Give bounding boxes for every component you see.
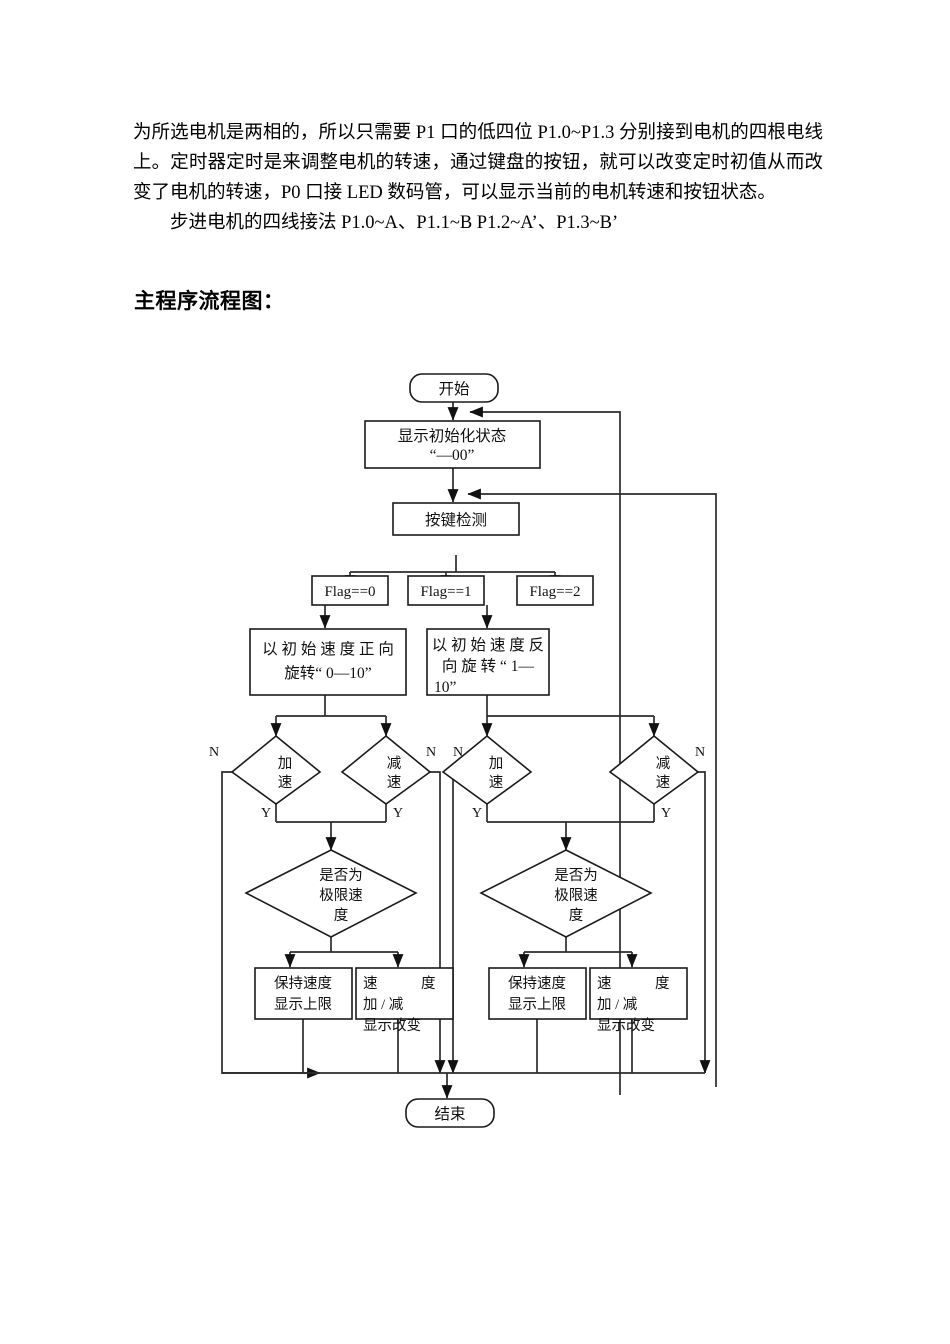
decision-decelerate-left-l1: 减	[387, 755, 402, 772]
node-end: 结束	[405, 1098, 495, 1128]
node-hold-right-l1: 保持速度	[508, 975, 566, 992]
edge-decel-left-no	[419, 771, 446, 1074]
decision-accelerate-right: 加 速	[441, 734, 533, 805]
edge-label-no-accel-left: N	[209, 745, 219, 760]
flowchart: 开始 显示初始化状态 “—00” 按键检测 Flag==0 Flag==1	[0, 350, 950, 1140]
node-reverse-line3: 10”	[434, 679, 457, 696]
node-reverse-rotate: 以 初 始 速 度 反 向 旋 转 “ 1— 10”	[426, 628, 550, 696]
paragraph-2: 步进电机的四线接法 P1.0~A、P1.1~B P1.2~A’、P1.3~B’	[170, 213, 619, 233]
decision-accelerate-left-l1: 加	[278, 755, 293, 772]
node-flag1: Flag==1	[407, 575, 485, 606]
node-key-detect-label: 按键检测	[425, 511, 487, 529]
edge-label-yes-accel-right: Y	[472, 806, 482, 821]
node-hold-speed-right: 保持速度 显示上限	[488, 967, 587, 1020]
node-key-detect: 按键检测	[392, 502, 520, 536]
node-change-right-l1: 速 度	[597, 975, 670, 992]
edge-label-no-accel-right: N	[453, 745, 463, 760]
edge-decel-right-no	[687, 771, 711, 1074]
node-flag0: Flag==0	[311, 575, 389, 606]
paragraph-1: 为所选电机是两相的，所以只需要 P1 口的低四位 P1.0~P1.3 分别接到电…	[133, 123, 823, 203]
node-hold-right-l2: 显示上限	[508, 996, 566, 1013]
node-change-left-l2: 加 / 减	[363, 996, 404, 1013]
decision-accelerate-left: 加 速	[230, 734, 322, 805]
node-change-left-l1: 速 度	[363, 975, 436, 992]
node-speed-change-left: 速 度 加 / 减 显示改变	[355, 967, 454, 1034]
node-reverse-line2: 向 旋 转 “ 1—	[442, 657, 535, 675]
decision-limit-speed-left: 是否为 极限速 度	[244, 849, 418, 938]
decision-limit-left-l2: 极限速	[319, 887, 363, 904]
edge-label-yes-accel-left: Y	[261, 806, 271, 821]
decision-decelerate-right-l1: 减	[656, 755, 671, 772]
node-forward-rotate: 以 初 始 速 度 正 向 旋转“ 0—10”	[249, 628, 407, 696]
edge-label-yes-decel-left: Y	[393, 806, 403, 821]
edge-feedback-to-keydetect	[467, 488, 717, 1087]
decision-limit-right-l2: 极限速	[554, 887, 598, 904]
decision-limit-right-l3: 度	[569, 907, 584, 924]
node-change-right-l2: 加 / 减	[597, 996, 638, 1013]
node-start-label: 开始	[438, 380, 470, 398]
edge-accel-right-no	[447, 771, 459, 1074]
node-hold-left-l1: 保持速度	[274, 975, 332, 992]
decision-accelerate-right-l1: 加	[489, 755, 504, 772]
page-title: 主程序流程图：	[134, 289, 285, 313]
decision-accelerate-left-l2: 速	[278, 774, 293, 791]
decision-limit-left-l1: 是否为	[319, 867, 363, 884]
node-speed-change-right: 速 度 加 / 减 显示改变	[589, 967, 688, 1034]
node-hold-speed-left: 保持速度 显示上限	[254, 967, 353, 1020]
node-init-line2: “—00”	[430, 447, 475, 464]
node-flag2-label: Flag==2	[529, 584, 580, 600]
node-flag1-label: Flag==1	[420, 584, 471, 600]
decision-decelerate-left: 减 速	[340, 734, 432, 805]
decision-limit-left-l3: 度	[334, 907, 349, 924]
decision-decelerate-left-l2: 速	[387, 774, 402, 791]
edge-label-no-decel-right: N	[695, 745, 705, 760]
decision-limit-speed-right: 是否为 极限速 度	[479, 849, 653, 938]
node-reverse-line1: 以 初 始 速 度 反	[432, 636, 544, 654]
decision-limit-right-l1: 是否为	[554, 867, 598, 884]
edge-label-yes-decel-right: Y	[661, 806, 671, 821]
edge-feedback-to-init	[469, 406, 621, 1095]
node-hold-left-l2: 显示上限	[274, 996, 332, 1013]
intro-paragraphs: 为所选电机是两相的，所以只需要 P1 口的低四位 P1.0~P1.3 分别接到电…	[133, 118, 823, 238]
node-flag2: Flag==2	[516, 575, 594, 606]
decision-accelerate-right-l2: 速	[489, 774, 504, 791]
node-start: 开始	[409, 373, 499, 403]
node-init-line1: 显示初始化状态	[398, 427, 507, 445]
node-change-left-l3: 显示改变	[363, 1017, 421, 1034]
node-flag0-label: Flag==0	[324, 584, 375, 600]
node-init-display: 显示初始化状态 “—00”	[364, 420, 541, 469]
node-forward-line1: 以 初 始 速 度 正 向	[262, 640, 394, 658]
decision-decelerate-right-l2: 速	[656, 774, 671, 791]
node-forward-line2: 旋转“ 0—10”	[284, 664, 372, 682]
node-end-label: 结束	[434, 1105, 465, 1123]
edge-label-no-decel-left: N	[426, 745, 436, 760]
node-change-right-l3: 显示改变	[597, 1017, 655, 1034]
decision-decelerate-right: 减 速	[608, 734, 700, 805]
